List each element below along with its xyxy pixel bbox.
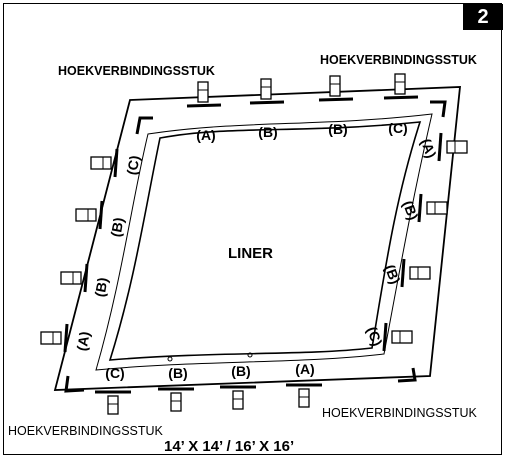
- corner-label-bottom-right: HOEKVERBINDINGSSTUK: [322, 406, 477, 420]
- center-label: LINER: [228, 245, 273, 262]
- liner-hole: [247, 352, 253, 358]
- bracket-top-2: [249, 78, 285, 105]
- liner-outline: [108, 121, 422, 361]
- bracket-left-4: [40, 323, 69, 353]
- bracket-bottom-2: [158, 387, 194, 412]
- part-label-top-4: (C): [388, 120, 407, 136]
- corner-connector-bottom-left: [64, 375, 85, 393]
- bracket-right-1: [437, 132, 468, 162]
- part-label-bottom-4: (A): [295, 361, 314, 377]
- bracket-bottom-3: [220, 385, 256, 410]
- bracket-left-2: [75, 200, 104, 230]
- diagram-frame: [3, 3, 502, 455]
- bracket-right-2: [417, 193, 448, 223]
- bracket-left-3: [60, 263, 89, 293]
- size-caption: 14’ X 14’ / 16’ X 16’: [164, 438, 295, 455]
- corner-connector-top-left: [135, 116, 153, 135]
- bracket-right-3: [400, 258, 431, 288]
- part-label-right-1: (A): [418, 136, 440, 160]
- corner-label-bottom-left: HOEKVERBINDINGSSTUK: [8, 424, 163, 438]
- step-number-badge: 2: [463, 4, 503, 30]
- bracket-top-1: [186, 81, 222, 108]
- part-label-right-4: (C): [364, 324, 386, 348]
- bracket-bottom-1: [95, 390, 131, 415]
- part-label-bottom-1: (C): [105, 365, 124, 381]
- liner-fold: [95, 113, 433, 371]
- corner-label-top-left: HOEKVERBINDINGSSTUK: [58, 64, 215, 78]
- part-label-right-3: (B): [382, 262, 404, 286]
- part-label-left-2: (B): [108, 216, 127, 238]
- bracket-top-4: [383, 73, 419, 100]
- liner-hole: [167, 356, 173, 362]
- bracket-top-3: [318, 75, 354, 102]
- bracket-bottom-4: [286, 383, 322, 408]
- outer-frame: [53, 86, 462, 391]
- corner-connector-bottom-right: [397, 367, 417, 383]
- part-label-left-4: (A): [74, 330, 93, 352]
- part-label-top-3: (B): [328, 121, 347, 137]
- part-label-top-2: (B): [258, 124, 277, 140]
- bracket-right-4: [382, 322, 413, 352]
- corner-label-top-right: HOEKVERBINDINGSSTUK: [320, 53, 477, 67]
- part-label-right-2: (B): [400, 198, 422, 222]
- part-label-top-1: (A): [196, 127, 215, 143]
- corner-connector-top-right: [430, 100, 447, 118]
- bracket-left-1: [90, 148, 119, 178]
- part-label-left-3: (B): [92, 276, 111, 298]
- part-label-bottom-3: (B): [231, 363, 250, 379]
- part-label-left-1: (C): [124, 154, 143, 176]
- part-label-bottom-2: (B): [168, 365, 187, 381]
